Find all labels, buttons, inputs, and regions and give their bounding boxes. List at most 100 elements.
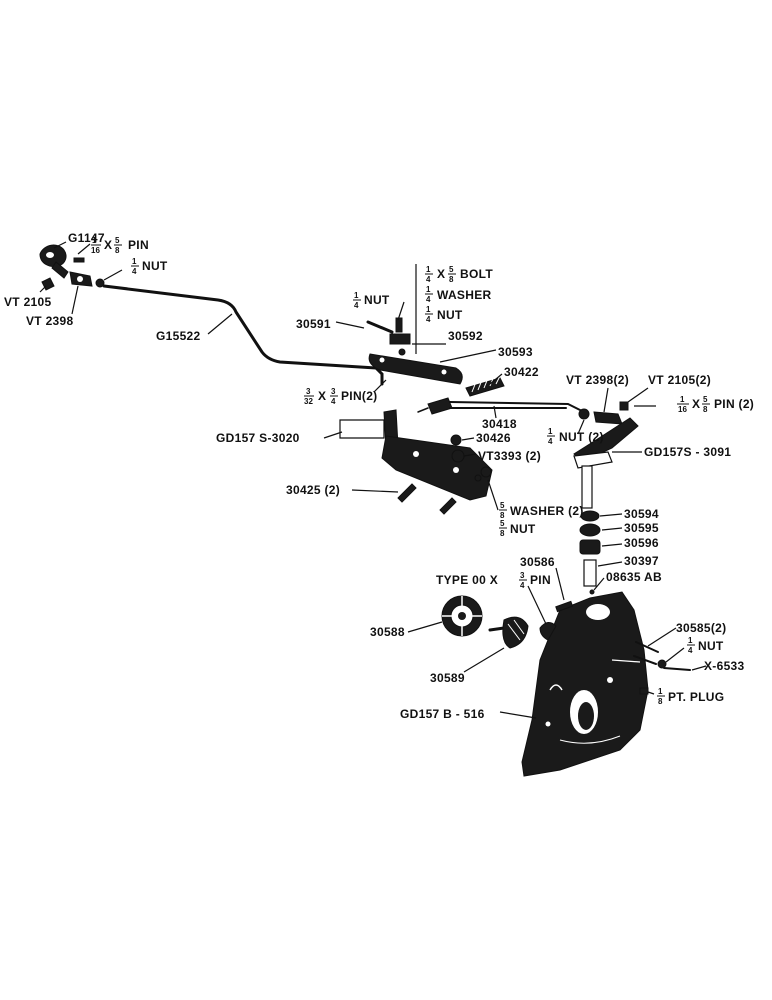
gd157s-3091-lever bbox=[573, 417, 639, 509]
gd157b-516-housing bbox=[521, 591, 649, 777]
frac-1-16-den: 16 bbox=[91, 246, 100, 255]
label-vt2398-a: VT 2398 bbox=[26, 314, 73, 328]
frac-5-8-num-c: 5 bbox=[703, 395, 708, 404]
label-vt2105-b: VT 2105(2) bbox=[648, 373, 711, 387]
frac-5-8-num-d: 5 bbox=[500, 501, 505, 510]
label-pin-b: PIN(2) bbox=[341, 389, 377, 403]
bolt-cluster bbox=[366, 317, 411, 356]
frac-5-8-num-b: 5 bbox=[449, 265, 454, 274]
gd157s-3020-lever bbox=[339, 409, 493, 501]
vt2398-clevis-right bbox=[593, 411, 623, 425]
label-washer-b: WASHER bbox=[437, 288, 492, 302]
frac-5-8-num: 5 bbox=[115, 236, 120, 245]
rod-hook-end bbox=[374, 366, 384, 386]
frac-1-4-num-f: 1 bbox=[548, 427, 553, 436]
label-nut-a: NUT bbox=[142, 259, 168, 273]
frac-1-4-den-g: 4 bbox=[688, 646, 693, 655]
washer-e bbox=[480, 466, 492, 478]
label-30586: 30586 bbox=[520, 555, 555, 569]
label-g1147: G1147 bbox=[68, 231, 105, 245]
frac-1-4-den-f: 4 bbox=[548, 437, 553, 446]
frac-1-4-num-d: 1 bbox=[426, 305, 431, 314]
label-pin-a: PIN bbox=[128, 238, 149, 252]
part-30589-worm bbox=[488, 616, 529, 649]
part-30586 bbox=[555, 600, 574, 613]
label-30585: 30585(2) bbox=[676, 621, 726, 635]
label-nut-e: NUT bbox=[510, 522, 536, 536]
label-30418: 30418 bbox=[482, 417, 517, 431]
part-30426 bbox=[450, 434, 462, 446]
label-washer-e: WASHER (2) bbox=[510, 504, 584, 518]
part-x6533 bbox=[663, 667, 691, 671]
label-type00-pin-end: PIN bbox=[530, 573, 551, 587]
frac-1-4-num-b: 1 bbox=[426, 265, 431, 274]
frac-5-8-den-b: 8 bbox=[449, 275, 454, 284]
label-30588: 30588 bbox=[370, 625, 405, 639]
frac-3-4-den-b: 4 bbox=[520, 581, 525, 590]
frac-1-4-den-d: 4 bbox=[426, 315, 431, 324]
label-30589: 30589 bbox=[430, 671, 465, 685]
frac-5-8-den-d: 8 bbox=[500, 511, 505, 520]
label-bolt: BOLT bbox=[460, 267, 493, 281]
30422-spring bbox=[465, 375, 505, 397]
frac-3-32-num: 3 bbox=[306, 387, 311, 396]
label-nut-b: NUT bbox=[364, 293, 390, 307]
label-gd157s-3020: GD157 S-3020 bbox=[216, 431, 300, 445]
frac-3-4-num-a: 3 bbox=[331, 387, 336, 396]
frac-1-4-num-e: 1 bbox=[354, 291, 359, 300]
frac-1-4-den-c: 4 bbox=[426, 295, 431, 304]
part-30425-pins bbox=[397, 483, 457, 515]
label-30591: 30591 bbox=[296, 317, 331, 331]
nut-e bbox=[474, 474, 482, 482]
frac-3-4-num-b: 3 bbox=[520, 571, 525, 580]
frac-5-8-den-e: 8 bbox=[500, 529, 505, 538]
label-vt3393: VT3393 (2) bbox=[478, 449, 541, 463]
label-30426: 30426 bbox=[476, 431, 511, 445]
label-30592: 30592 bbox=[448, 329, 483, 343]
frac-1-16-num: 1 bbox=[92, 236, 97, 245]
30418-rod bbox=[417, 397, 585, 415]
leader-lines bbox=[39, 241, 707, 719]
nut-30418 bbox=[578, 408, 590, 420]
label-nut-f: NUT bbox=[698, 639, 724, 653]
frac-1-4-num-g: 1 bbox=[688, 636, 693, 645]
label-08635ab: 08635 AB bbox=[606, 570, 662, 584]
frac-1-4-num-a: 1 bbox=[132, 257, 137, 266]
label-pin-a-x: X bbox=[104, 238, 112, 252]
frac-1-4-den-e: 4 bbox=[354, 301, 359, 310]
nut-small-left bbox=[95, 278, 105, 288]
nut-f bbox=[657, 659, 667, 669]
label-30596: 30596 bbox=[624, 536, 659, 550]
label-pin-b-x: X bbox=[318, 389, 326, 403]
part-vt3393 bbox=[451, 449, 465, 463]
label-g15522: G15522 bbox=[156, 329, 201, 343]
label-gd157s-3091: GD157S - 3091 bbox=[644, 445, 731, 459]
frac-1-8-num: 1 bbox=[658, 687, 663, 696]
g1147-knob bbox=[39, 244, 69, 279]
label-pt-plug: PT. PLUG bbox=[668, 690, 724, 704]
vt2398-clevis-left bbox=[69, 271, 93, 287]
label-30422: 30422 bbox=[504, 365, 539, 379]
frac-3-4-den-a: 4 bbox=[331, 397, 336, 406]
frac-1-4-num-c: 1 bbox=[426, 285, 431, 294]
label-30593: 30593 bbox=[498, 345, 533, 359]
part-30585-screws bbox=[633, 641, 659, 665]
30593-arm bbox=[368, 353, 463, 385]
label-30425: 30425 (2) bbox=[286, 483, 340, 497]
label-pin-c: PIN (2) bbox=[714, 397, 754, 411]
frac-5-8-num-e: 5 bbox=[500, 519, 505, 528]
frac-1-4-den-a: 4 bbox=[132, 267, 137, 276]
label-vt2398-b: VT 2398(2) bbox=[566, 373, 629, 387]
small-pin-top bbox=[73, 257, 85, 263]
part-30588-gear bbox=[441, 595, 483, 637]
vt2105-pin-right bbox=[619, 401, 629, 411]
label-type00-pin: TYPE 00 X bbox=[436, 573, 498, 587]
frac-1-8-den: 8 bbox=[658, 697, 663, 706]
frac-5-8-den: 8 bbox=[115, 246, 120, 255]
label-pin-c-x: X bbox=[692, 397, 700, 411]
label-30397: 30397 bbox=[624, 554, 659, 568]
frac-1-16-den-b: 16 bbox=[678, 405, 687, 414]
g15522-rod bbox=[102, 284, 378, 370]
label-x6533: X-6533 bbox=[704, 659, 745, 673]
pt-plug bbox=[639, 687, 649, 695]
